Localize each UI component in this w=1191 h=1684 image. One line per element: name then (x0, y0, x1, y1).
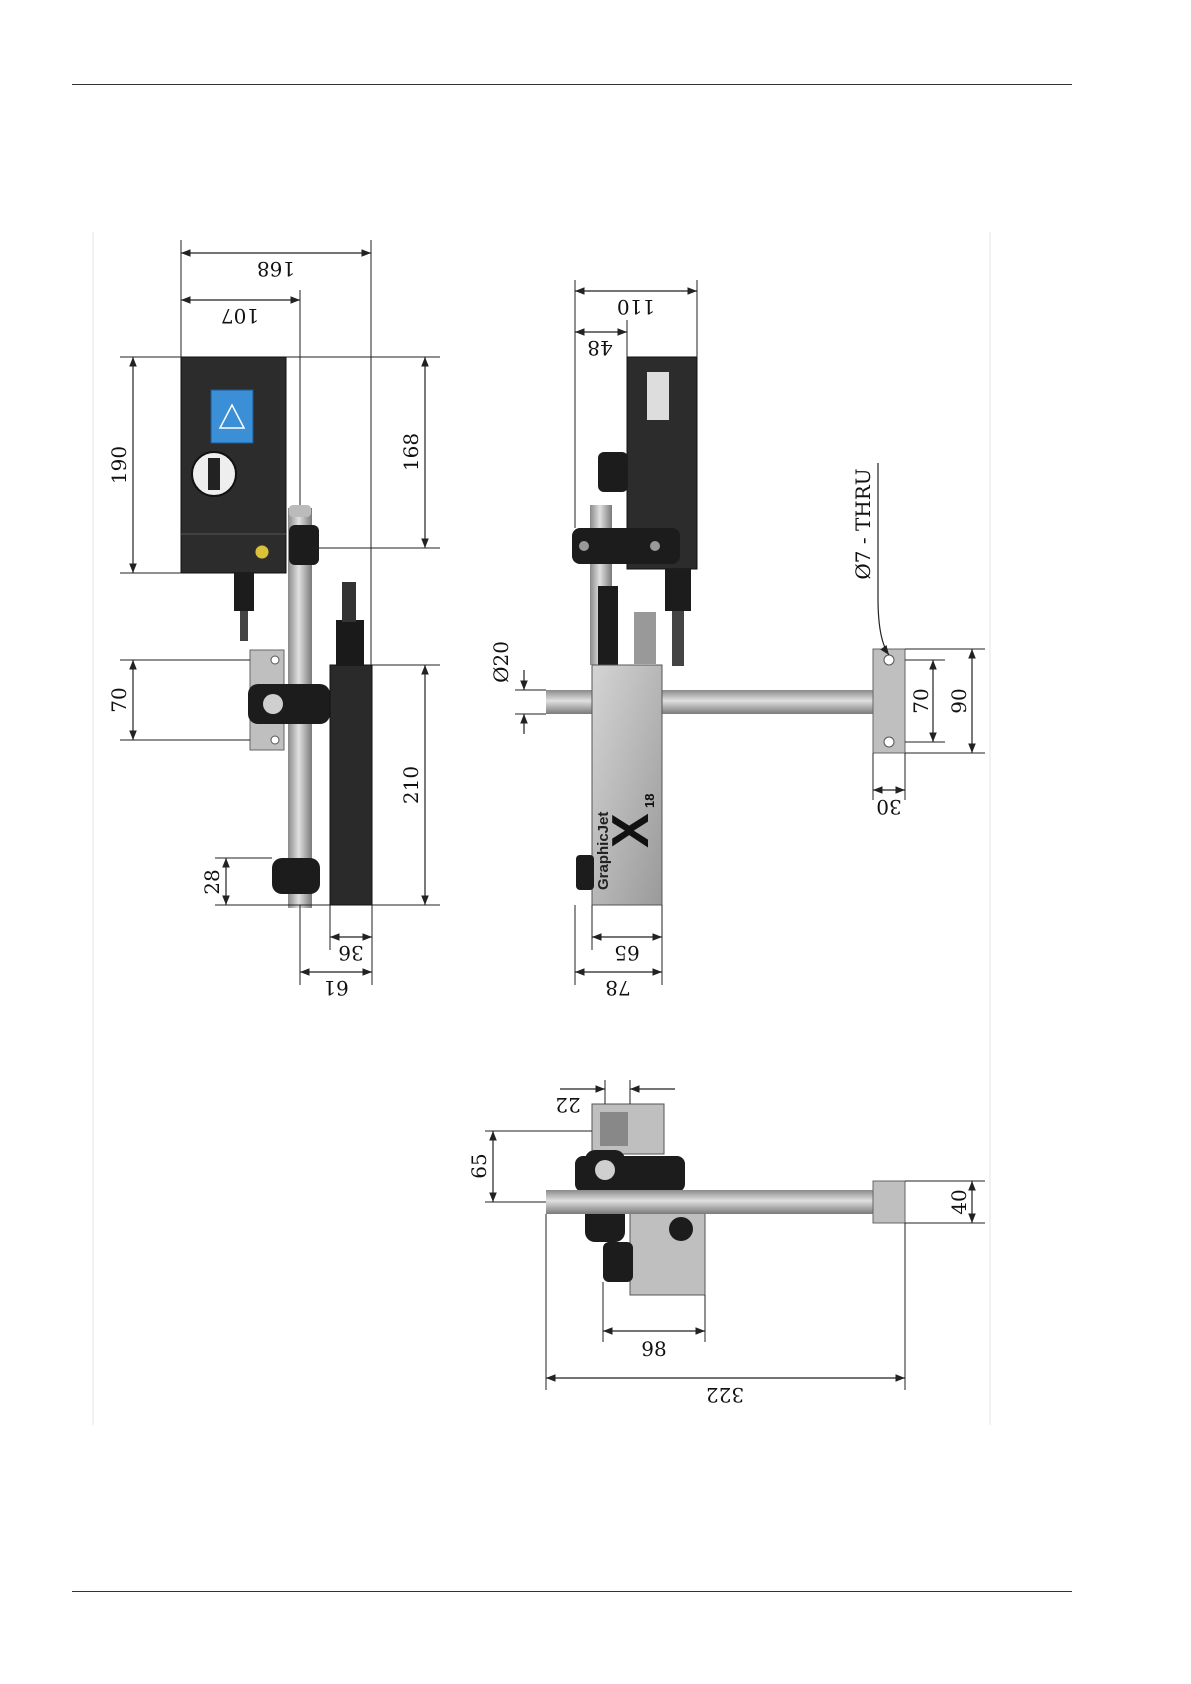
dim-front-168-right: 168 (399, 433, 423, 471)
dim-front-28: 28 (200, 869, 224, 894)
side-nameplate (647, 372, 669, 420)
side-brand-mark: X (602, 813, 660, 848)
front-head-cable (342, 582, 356, 622)
front-printhead (330, 665, 372, 905)
side-head-nozzle (576, 855, 594, 890)
side-head-cable (598, 586, 618, 666)
dim-front-107: 107 (221, 304, 259, 328)
dim-side-78: 78 (605, 976, 630, 1000)
front-cable-stub (240, 611, 248, 641)
side-housing-connector (665, 569, 691, 611)
side-view: GraphicJet X 18 110 48 Ø20 70 90 (489, 280, 985, 1000)
front-bottom-clamp (272, 858, 320, 894)
dim-side-30: 30 (876, 795, 901, 819)
dim-top-98: 98 (641, 1337, 666, 1361)
front-clamp-bolt (263, 694, 283, 714)
top-housing-port (669, 1217, 693, 1241)
top-end-plate (873, 1181, 905, 1223)
dim-side-d20: Ø20 (489, 641, 513, 683)
dim-top-40: 40 (947, 1189, 971, 1214)
top-housing (630, 1205, 705, 1295)
dim-side-48: 48 (587, 336, 612, 360)
dim-top-322: 322 (706, 1383, 744, 1407)
dim-side-70: 70 (909, 688, 933, 713)
front-cable-connector (234, 573, 254, 611)
front-middle-clamp (248, 684, 330, 724)
hole-callout: Ø7 - THRU (851, 468, 875, 579)
top-view: 22 65 40 98 322 (467, 1080, 985, 1407)
side-brand-num: 18 (642, 794, 657, 808)
front-rod-cap (289, 505, 311, 517)
dim-side-65: 65 (614, 941, 639, 965)
front-upper-clamp (289, 525, 319, 565)
dim-front-36: 36 (338, 941, 363, 965)
connector-icon (255, 545, 269, 559)
dim-side-110: 110 (617, 295, 655, 319)
top-horizontal-rod (546, 1190, 874, 1214)
side-fitting (634, 612, 656, 664)
dim-front-168-top: 168 (257, 257, 295, 281)
front-warning-label (211, 390, 253, 443)
dim-top-22: 22 (555, 1093, 580, 1117)
dim-front-70: 70 (107, 687, 131, 712)
dim-front-61: 61 (323, 976, 348, 1000)
dim-top-65: 65 (467, 1153, 491, 1178)
dim-front-210: 210 (399, 766, 423, 804)
side-knob (598, 452, 628, 492)
top-knob (603, 1242, 633, 1282)
front-view: 168 107 190 168 70 210 28 36 61 (107, 240, 440, 1000)
dim-side-90: 90 (947, 688, 971, 713)
knob-handle (208, 458, 220, 490)
hole-leader (878, 463, 889, 655)
dim-front-190: 190 (107, 446, 131, 484)
front-head-connector (336, 620, 364, 666)
